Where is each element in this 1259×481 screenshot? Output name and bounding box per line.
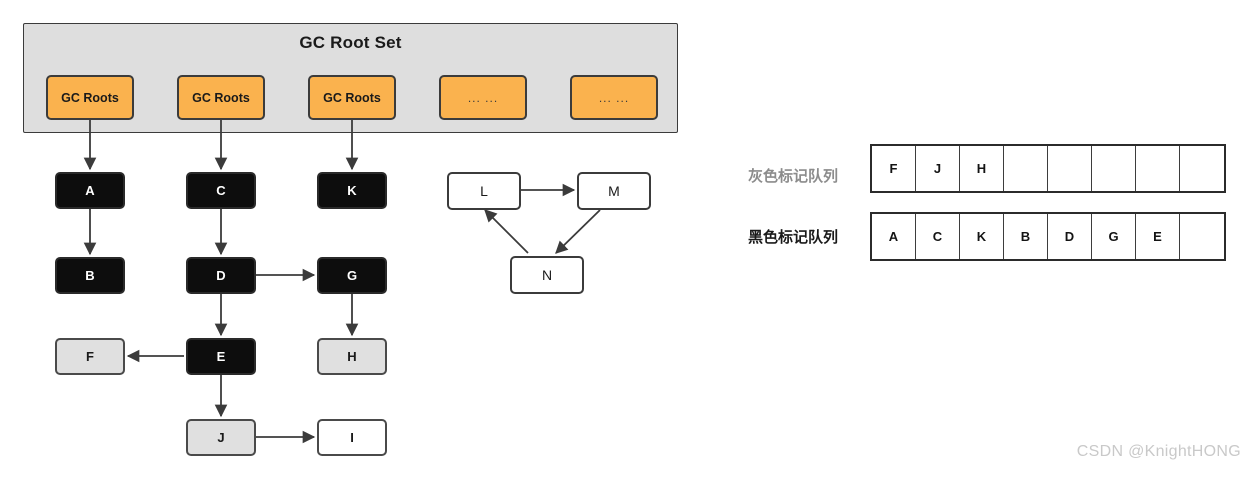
- graph-node-m[interactable]: M: [577, 172, 651, 210]
- black-mark-queue[interactable]: A C K B D G E: [870, 212, 1226, 261]
- graph-node-b[interactable]: B: [55, 257, 125, 294]
- gc-roots-box-3[interactable]: GC Roots: [308, 75, 396, 120]
- queue-cell[interactable]: [1136, 146, 1180, 191]
- queue-cell[interactable]: B: [1004, 214, 1048, 259]
- graph-node-f[interactable]: F: [55, 338, 125, 375]
- queue-cell[interactable]: E: [1136, 214, 1180, 259]
- queue-cell[interactable]: [1180, 146, 1224, 191]
- graph-node-k[interactable]: K: [317, 172, 387, 209]
- gc-roots-box-5-ellipsis[interactable]: ... ...: [570, 75, 658, 120]
- queue-cell[interactable]: [1092, 146, 1136, 191]
- graph-node-d[interactable]: D: [186, 257, 256, 294]
- queue-cell[interactable]: J: [916, 146, 960, 191]
- queue-cell[interactable]: F: [872, 146, 916, 191]
- black-mark-queue-label: 黑色标记队列: [748, 228, 839, 246]
- graph-node-c[interactable]: C: [186, 172, 256, 209]
- queue-cell[interactable]: D: [1048, 214, 1092, 259]
- queue-cell[interactable]: G: [1092, 214, 1136, 259]
- queue-cell[interactable]: H: [960, 146, 1004, 191]
- graph-node-h[interactable]: H: [317, 338, 387, 375]
- queue-cell[interactable]: K: [960, 214, 1004, 259]
- graph-node-j[interactable]: J: [186, 419, 256, 456]
- queue-cell[interactable]: [1048, 146, 1092, 191]
- graph-node-g[interactable]: G: [317, 257, 387, 294]
- graph-node-e[interactable]: E: [186, 338, 256, 375]
- graph-node-i[interactable]: I: [317, 419, 387, 456]
- graph-node-n[interactable]: N: [510, 256, 584, 294]
- gc-roots-box-2[interactable]: GC Roots: [177, 75, 265, 120]
- queue-cell[interactable]: C: [916, 214, 960, 259]
- queue-cell[interactable]: A: [872, 214, 916, 259]
- graph-node-l[interactable]: L: [447, 172, 521, 210]
- gc-roots-box-4-ellipsis[interactable]: ... ...: [439, 75, 527, 120]
- queue-cell[interactable]: [1004, 146, 1048, 191]
- graph-node-a[interactable]: A: [55, 172, 125, 209]
- watermark: CSDN @KnightHONG: [1076, 443, 1241, 460]
- edge-n-l: [484, 209, 529, 254]
- gc-roots-box-1[interactable]: GC Roots: [46, 75, 134, 120]
- gc-root-set-title: GC Root Set: [299, 33, 402, 52]
- edge-m-n: [555, 209, 601, 254]
- gray-mark-queue[interactable]: F J H: [870, 144, 1226, 193]
- queue-cell[interactable]: [1180, 214, 1224, 259]
- gray-mark-queue-label: 灰色标记队列: [748, 167, 839, 185]
